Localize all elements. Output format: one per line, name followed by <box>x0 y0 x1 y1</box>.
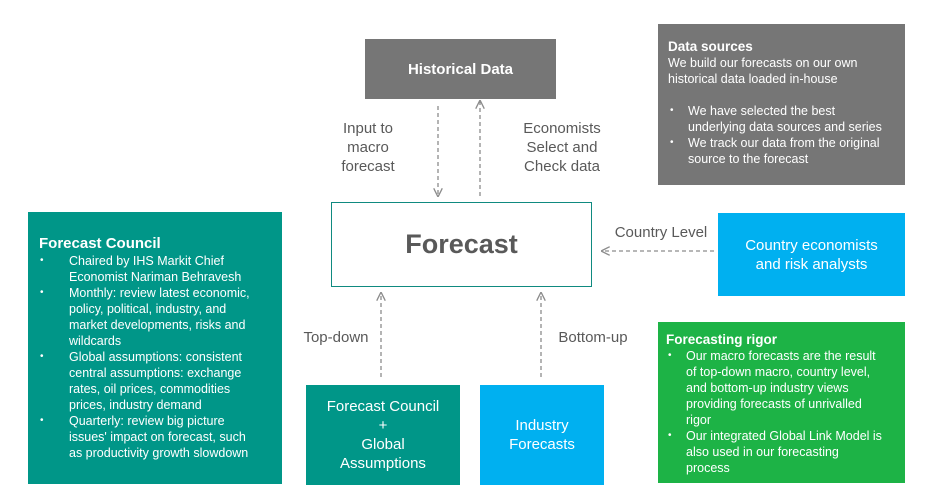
bullet-line: Our macro forecasts are the result <box>686 349 876 363</box>
bullet-line: We track our data from the original <box>688 136 880 150</box>
bullet-line: Economist Nariman Behravesh <box>69 270 242 284</box>
label-line: Check data <box>524 158 600 175</box>
country-level-label: Country Level <box>614 224 708 241</box>
forecast-council-panel: Forecast Council Chaired by IHS Markit C… <box>28 212 282 484</box>
historical-data-label: Historical Data <box>407 60 514 78</box>
forecast-council-bullet: Global assumptions: consistent central a… <box>39 349 276 413</box>
input-to-macro-label: Input to macro forecast <box>333 119 403 176</box>
label-line: macro <box>347 139 389 156</box>
forecasting-rigor-title: Forecasting rigor <box>666 332 778 347</box>
data-sources-panel: Data sources We build our forecasts on o… <box>658 24 905 185</box>
data-sources-bullet: We track our data from the original sour… <box>668 135 897 167</box>
label-line: Select and <box>526 139 598 156</box>
forecast-council-node: Forecast Council + Global Assumptions <box>306 385 460 485</box>
label-line: Input to <box>342 120 394 137</box>
bullet-line: wildcards <box>69 334 122 348</box>
forecast-council-bullet: Chaired by IHS Markit Chief Economist Na… <box>39 253 276 285</box>
data-sources-intro-line: historical data loaded in-house <box>668 72 838 86</box>
label-line: Economists <box>523 120 601 137</box>
data-sources-bullet: We have selected the best underlying dat… <box>668 103 897 135</box>
bullet-line: Global assumptions: consistent <box>69 350 243 364</box>
forecasting-rigor-bullet: Our integrated Global Link Model is also… <box>666 428 899 476</box>
council-node-line: Assumptions <box>340 455 426 472</box>
bullet-line: We have selected the best <box>688 104 836 118</box>
economists-select-label: Economists Select and Check data <box>512 119 612 176</box>
forecast-node: Forecast <box>331 202 592 287</box>
top-down-label: Top-down <box>303 329 369 346</box>
bullet-line: process <box>686 461 730 475</box>
bullet-line: underlying data sources and series <box>688 120 882 134</box>
bullet-line: market developments, risks and <box>69 318 246 332</box>
data-sources-intro-line: We build our forecasts on our own <box>668 56 858 70</box>
council-node-line: Global <box>361 436 405 453</box>
forecasting-rigor-bullet: Our macro forecasts are the result of to… <box>666 348 899 428</box>
country-node-line: Country economists <box>745 236 878 254</box>
data-sources-title: Data sources <box>668 39 753 54</box>
bullet-line: and bottom-up industry views <box>686 381 849 395</box>
bullet-line: rigor <box>686 413 712 427</box>
forecast-council-title: Forecast Council <box>39 235 161 252</box>
forecasting-rigor-panel: Forecasting rigor Our macro forecasts ar… <box>658 322 905 483</box>
country-economists-node: Country economists and risk analysts <box>718 213 905 296</box>
bullet-line: rates, oil prices, commodities <box>69 382 231 396</box>
bullet-line: also used in our forecasting <box>686 445 839 459</box>
bullet-line: Quarterly: review big picture <box>69 414 225 428</box>
bullet-line: source to the forecast <box>688 152 809 166</box>
bottom-up-label: Bottom-up <box>558 329 628 346</box>
bullet-line: providing forecasts of unrivalled <box>686 397 862 411</box>
bullet-line: central assumptions: exchange <box>69 366 242 380</box>
bullet-line: Monthly: review latest economic, <box>69 286 250 300</box>
forecast-label: Forecast <box>405 229 518 259</box>
forecast-council-bullet: Monthly: review latest economic, policy,… <box>39 285 276 349</box>
country-node-line: and risk analysts <box>755 255 868 273</box>
historical-data-node: Historical Data <box>365 39 556 99</box>
bullet-line: as productivity growth slowdown <box>69 446 249 460</box>
forecast-council-bullet: Quarterly: review big picture issues' im… <box>39 413 276 461</box>
industry-node-line: Forecasts <box>509 436 575 453</box>
industry-forecasts-node: Industry Forecasts <box>480 385 604 485</box>
bullet-line: of top-down macro, country level, <box>686 365 871 379</box>
bullet-line: issues' impact on forecast, such <box>69 430 246 444</box>
label-line: forecast <box>341 158 395 175</box>
council-node-line: + <box>378 417 388 434</box>
council-node-line: Forecast Council <box>326 398 440 415</box>
industry-node-line: Industry <box>515 417 569 434</box>
bullet-line: Our integrated Global Link Model is <box>686 429 882 443</box>
bullet-line: Chaired by IHS Markit Chief <box>69 254 224 268</box>
bullet-line: prices, industry demand <box>69 398 202 412</box>
bullet-line: policy, political, industry, and <box>69 302 227 316</box>
